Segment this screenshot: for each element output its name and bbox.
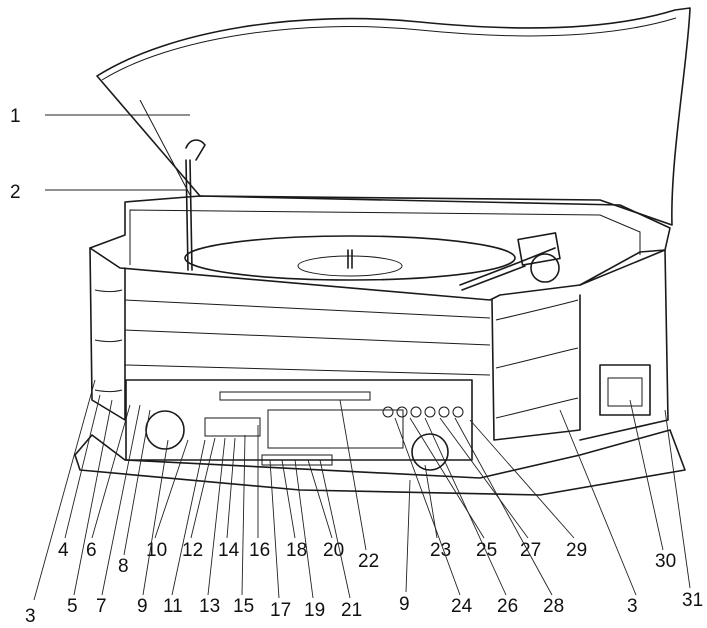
base-plinth — [74, 429, 686, 496]
callout-1: 1 — [10, 106, 21, 127]
callout-5: 5 — [67, 596, 78, 617]
callout-3: 3 — [25, 606, 36, 627]
right-column-rings — [495, 299, 579, 419]
tonearm-head — [517, 232, 561, 266]
callout-21: 21 — [341, 600, 362, 621]
lid-outline — [96, 7, 691, 226]
callout-30: 30 — [655, 551, 676, 572]
leader-line-27 — [439, 417, 529, 539]
leader-line-7 — [101, 404, 141, 596]
platter-well — [129, 209, 641, 265]
leader-line-25 — [409, 417, 485, 539]
callout-22: 22 — [358, 551, 379, 572]
leader-line-6 — [91, 404, 131, 539]
leader-line-22 — [339, 399, 367, 551]
front-slats — [124, 299, 491, 376]
callout-25: 25 — [476, 540, 497, 561]
left-column-rings — [94, 289, 123, 392]
leader-line-9 — [405, 479, 411, 593]
leader-line-10 — [154, 439, 189, 539]
leader-line-29 — [469, 419, 575, 539]
callout-3: 3 — [627, 596, 638, 617]
callout-16: 16 — [249, 540, 270, 561]
callout-9: 9 — [137, 596, 148, 617]
callout-13: 13 — [199, 596, 220, 617]
cassette-deck — [599, 364, 651, 416]
cd-slot — [219, 391, 371, 401]
platter — [184, 235, 516, 281]
volume-knob — [145, 410, 185, 450]
leader-line-19 — [294, 459, 314, 599]
leader-line-5 — [73, 399, 113, 596]
leader-line-30 — [629, 399, 664, 551]
callout-19: 19 — [304, 600, 325, 621]
leader-line-12 — [190, 437, 216, 539]
leader-line-4 — [64, 394, 101, 539]
tuning-scale — [267, 409, 404, 449]
tonearm — [459, 247, 556, 291]
button-row-bottom — [261, 454, 333, 466]
display-window — [204, 417, 261, 437]
leader-line-3 — [559, 409, 637, 596]
callout-labels: 1234567891011121314151617181920212223242… — [10, 106, 703, 627]
leader-line-3 — [33, 379, 96, 601]
leader-line-14 — [226, 437, 236, 539]
cabinet-side — [579, 249, 669, 441]
callout-11: 11 — [163, 596, 183, 617]
leader-line-11 — [171, 439, 206, 596]
callout-8: 8 — [118, 556, 129, 577]
tonearm-pivot — [530, 253, 560, 283]
lid-hinge-line — [139, 99, 191, 196]
callout-14: 14 — [218, 540, 240, 561]
leader-line-20 — [307, 459, 333, 539]
callout-4: 4 — [58, 540, 69, 561]
leader-line-28 — [454, 417, 553, 596]
callout-24: 24 — [451, 596, 473, 617]
leader-line-31 — [664, 409, 691, 589]
callout-31: 31 — [682, 590, 703, 611]
callout-7: 7 — [96, 596, 107, 617]
callout-29: 29 — [566, 540, 587, 561]
callout-6: 6 — [86, 540, 97, 561]
record-label — [297, 255, 403, 277]
tuning-knob — [411, 433, 449, 471]
leader-line-17 — [269, 459, 280, 599]
callout-18: 18 — [286, 540, 307, 561]
callout-26: 26 — [497, 596, 518, 617]
leader-line-18 — [281, 459, 296, 539]
callout-leaders — [33, 114, 691, 601]
cassette-door — [607, 377, 643, 407]
callout-17: 17 — [270, 600, 291, 621]
callout-12: 12 — [182, 540, 203, 561]
leader-line-9 — [142, 439, 169, 596]
cabinet-left-column — [89, 247, 126, 421]
button-row-right — [382, 406, 464, 418]
leader-line-13 — [207, 437, 226, 596]
cabinet-right-column — [491, 294, 581, 441]
leader-line-21 — [319, 459, 351, 599]
leader-line-15 — [241, 434, 246, 596]
callout-9: 9 — [399, 594, 410, 615]
leader-line-8 — [123, 409, 151, 556]
spindle — [347, 249, 353, 269]
lid-stay-clip — [185, 139, 206, 161]
lid-edge — [101, 17, 677, 81]
leader-line-26 — [424, 417, 507, 596]
callout-27: 27 — [520, 540, 541, 561]
callout-2: 2 — [10, 182, 21, 203]
leader-line-24 — [394, 417, 461, 596]
callout-15: 15 — [233, 596, 254, 617]
callout-28: 28 — [543, 596, 564, 617]
